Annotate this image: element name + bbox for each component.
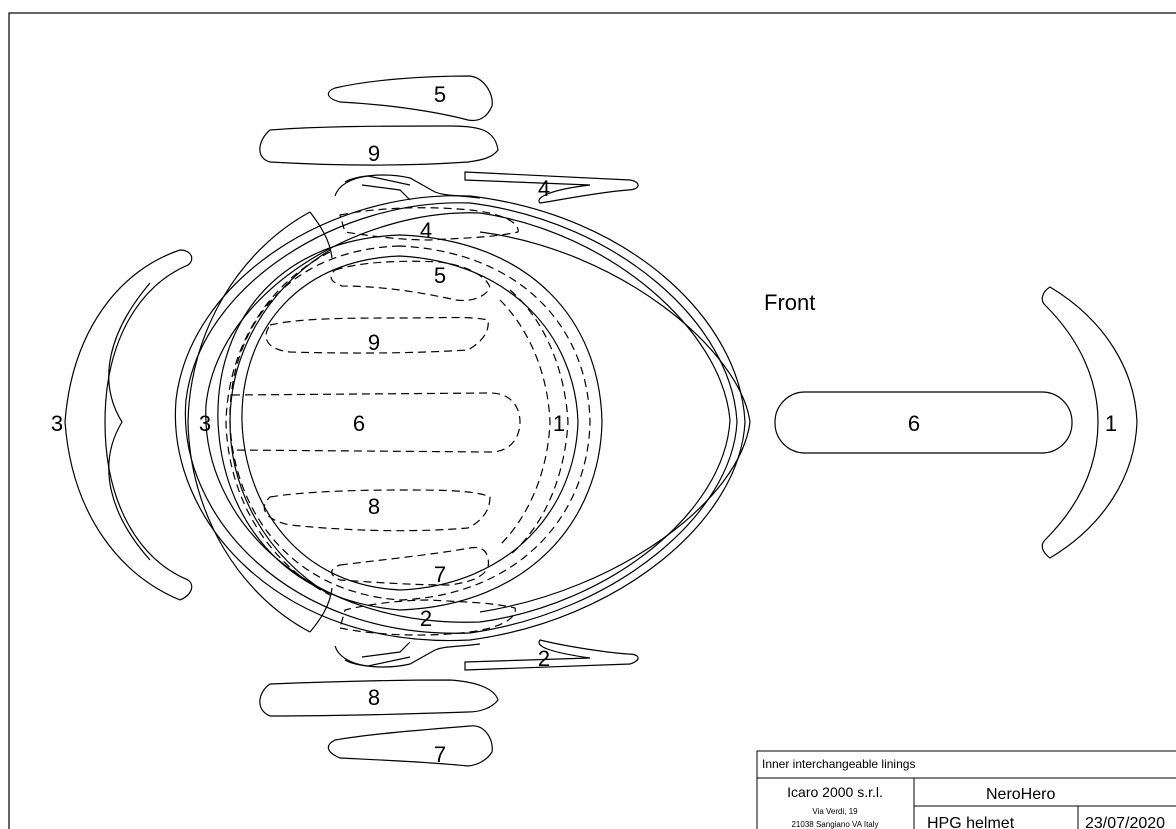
helmet-shell xyxy=(174,174,751,668)
label-1-right: 1 xyxy=(1105,411,1117,436)
front-label: Front xyxy=(764,290,815,315)
label-7-inside: 7 xyxy=(434,562,446,587)
label-8-bottom: 8 xyxy=(368,685,380,710)
label-5-top: 5 xyxy=(434,82,446,107)
label-2-inside: 2 xyxy=(420,606,432,631)
label-9-top: 9 xyxy=(368,141,380,166)
title-block-title: Inner interchangeable linings xyxy=(762,757,915,771)
label-9-inside: 9 xyxy=(368,330,380,355)
model-name: HPG helmet xyxy=(927,815,1015,829)
title-block: Inner interchangeable linings Icaro 2000… xyxy=(756,750,1176,829)
label-3-left: 3 xyxy=(51,411,63,436)
label-2-bottom: 2 xyxy=(538,646,550,671)
product-name: NeroHero xyxy=(986,786,1055,803)
exploded-parts xyxy=(64,75,1138,767)
label-8-inside: 8 xyxy=(368,494,380,519)
company-address-1: Via Verdi, 19 xyxy=(812,807,858,816)
label-1-inside: 1 xyxy=(553,411,565,436)
company-address-2: 21038 Sangiano VA Italy xyxy=(791,820,878,829)
sheet-border xyxy=(8,12,1176,829)
label-6-right: 6 xyxy=(908,411,920,436)
label-3-inside: 3 xyxy=(199,411,211,436)
label-6-inside: 6 xyxy=(353,411,365,436)
drawing-date: 23/07/2020 xyxy=(1085,815,1165,829)
label-5-inside: 5 xyxy=(434,263,446,288)
inside-pads xyxy=(225,207,569,636)
label-7-bottom: 7 xyxy=(434,742,446,767)
company-name: Icaro 2000 s.r.l. xyxy=(787,784,883,800)
label-4-inside: 4 xyxy=(420,218,432,243)
label-4-top: 4 xyxy=(538,176,550,201)
